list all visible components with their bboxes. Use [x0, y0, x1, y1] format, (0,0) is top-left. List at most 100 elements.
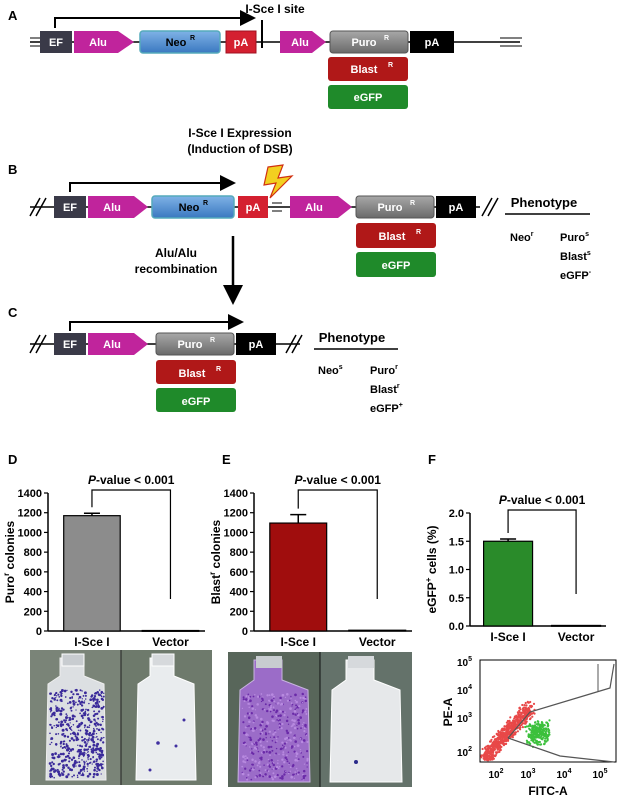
flow-cytometry-plot: 105 104 103 102 102 103 104 105 FITC-A P… — [441, 656, 617, 798]
svg-text:Puro: Puro — [351, 37, 376, 49]
bar-vector — [550, 624, 602, 627]
y-tick-label: 1200 — [224, 508, 248, 520]
bar-vector — [141, 629, 200, 632]
x-tick-label: Vector — [558, 630, 595, 644]
svg-text:pA: pA — [449, 202, 464, 214]
svg-text:Blast: Blast — [351, 64, 378, 76]
svg-text:R: R — [210, 337, 215, 344]
y-tick-label: 2.0 — [449, 508, 464, 520]
panel-label-f: F — [428, 452, 436, 467]
panel-a: A I-Sce I site EF Alu Neo R pA Alu Puro … — [8, 2, 522, 109]
y-tick-label: 600 — [230, 567, 248, 579]
svg-text:eGFP: eGFP — [354, 92, 383, 104]
svg-text:103: 103 — [520, 768, 535, 781]
neo-block — [139, 30, 221, 54]
break-mark-left — [29, 197, 47, 217]
p-value-label: P-value < 0.001 — [499, 493, 586, 507]
x-tick-label: I-Sce I — [281, 635, 316, 649]
ef-block — [40, 31, 72, 53]
svg-text:R: R — [416, 229, 421, 236]
svg-text:R: R — [203, 200, 208, 207]
svg-text:pA: pA — [425, 37, 440, 49]
svg-text:105: 105 — [592, 768, 607, 781]
y-tick-label: 1200 — [18, 508, 42, 520]
pheno-b-blast: Blasts — [560, 250, 591, 263]
y-tick-label: 1000 — [224, 527, 248, 539]
blast-block — [328, 57, 408, 81]
bar-vector — [348, 629, 407, 632]
svg-text:Alu: Alu — [103, 339, 121, 351]
x-tick-label: Vector — [359, 635, 396, 649]
svg-text:eGFP: eGFP — [382, 260, 411, 272]
svg-text:104: 104 — [556, 768, 571, 781]
pheno-c-egfp: eGFP+ — [370, 402, 403, 415]
significance-bracket — [507, 509, 577, 594]
y-tick-label: 1.0 — [449, 565, 464, 577]
panel-label-a: A — [8, 8, 18, 23]
y-tick-label: 0 — [36, 626, 42, 638]
bar-i-sce-i — [269, 522, 328, 632]
y-tick-label: 600 — [24, 567, 42, 579]
svg-text:EF: EF — [63, 202, 77, 214]
phenotype-heading-b: Phenotype — [511, 195, 577, 210]
y-tick-label: 1.5 — [449, 536, 464, 548]
y-tick-label: 800 — [24, 547, 42, 559]
x-tick-label: I-Sce I — [490, 630, 525, 644]
svg-text:R: R — [388, 62, 393, 69]
svg-text:pA: pA — [234, 37, 249, 49]
svg-text:pA: pA — [249, 339, 264, 351]
svg-text:pA: pA — [246, 202, 261, 214]
break-mark-right — [481, 197, 499, 217]
svg-text:102: 102 — [488, 768, 503, 781]
y-tick-label: 800 — [230, 547, 248, 559]
y-tick-label: 1000 — [18, 527, 42, 539]
isce-site-label: I-Sce I site — [245, 2, 305, 16]
flask-photo-d — [30, 650, 212, 785]
panel-b: I-Sce I Expression (Induction of DSB) B … — [8, 126, 592, 305]
y-tick-label: 200 — [230, 606, 248, 618]
lightning-icon — [263, 164, 294, 199]
svg-text:eGFP: eGFP — [182, 396, 211, 408]
isce-expression-label: I-Sce I Expression — [188, 126, 291, 140]
svg-text:Blast: Blast — [179, 368, 206, 380]
pheno-b-egfp: eGFP- — [560, 269, 592, 282]
gate-line — [507, 663, 615, 739]
flask-vector-blast — [329, 659, 403, 783]
pheno-b-neo: Neor — [510, 231, 534, 244]
svg-text:Blast: Blast — [379, 231, 406, 243]
y-tick-label: 0.0 — [449, 621, 464, 633]
y-tick-label: 400 — [24, 587, 42, 599]
y-axis-label: eGFP+ cells (%) — [424, 525, 439, 613]
pheno-c-blast: Blastr — [370, 383, 400, 396]
flow-xlabel: FITC-A — [528, 784, 568, 798]
svg-text:Puro: Puro — [377, 202, 402, 214]
svg-text:102: 102 — [457, 746, 472, 759]
significance-bracket — [297, 489, 378, 599]
panel-label-c: C — [8, 305, 18, 320]
egfp-block — [328, 85, 408, 109]
svg-text:Neo: Neo — [166, 37, 187, 49]
flow-ylabel: PE-A — [441, 697, 455, 726]
recombination-label-1: Alu/Alu — [155, 246, 197, 260]
y-tick-label: 1400 — [224, 488, 248, 500]
svg-text:104: 104 — [457, 684, 472, 697]
y-axis-label: Blastr colonies — [208, 519, 223, 604]
y-tick-label: 1400 — [18, 488, 42, 500]
y-tick-label: 200 — [24, 606, 42, 618]
pa-block-2 — [410, 31, 454, 53]
svg-text:R: R — [384, 35, 389, 42]
svg-text:Alu: Alu — [305, 202, 323, 214]
svg-text:Alu: Alu — [89, 37, 107, 49]
svg-text:EF: EF — [63, 339, 77, 351]
x-tick-label: Vector — [152, 635, 189, 649]
pheno-c-neo: Neos — [318, 364, 343, 377]
svg-text:Puro: Puro — [177, 339, 202, 351]
panel-c: C EF Alu Puro R pA Blast R eGFP Phenotyp… — [8, 305, 403, 415]
pa-block — [225, 30, 257, 54]
x-tick-label: I-Sce I — [74, 635, 109, 649]
pheno-b-puro: Puros — [560, 231, 589, 244]
